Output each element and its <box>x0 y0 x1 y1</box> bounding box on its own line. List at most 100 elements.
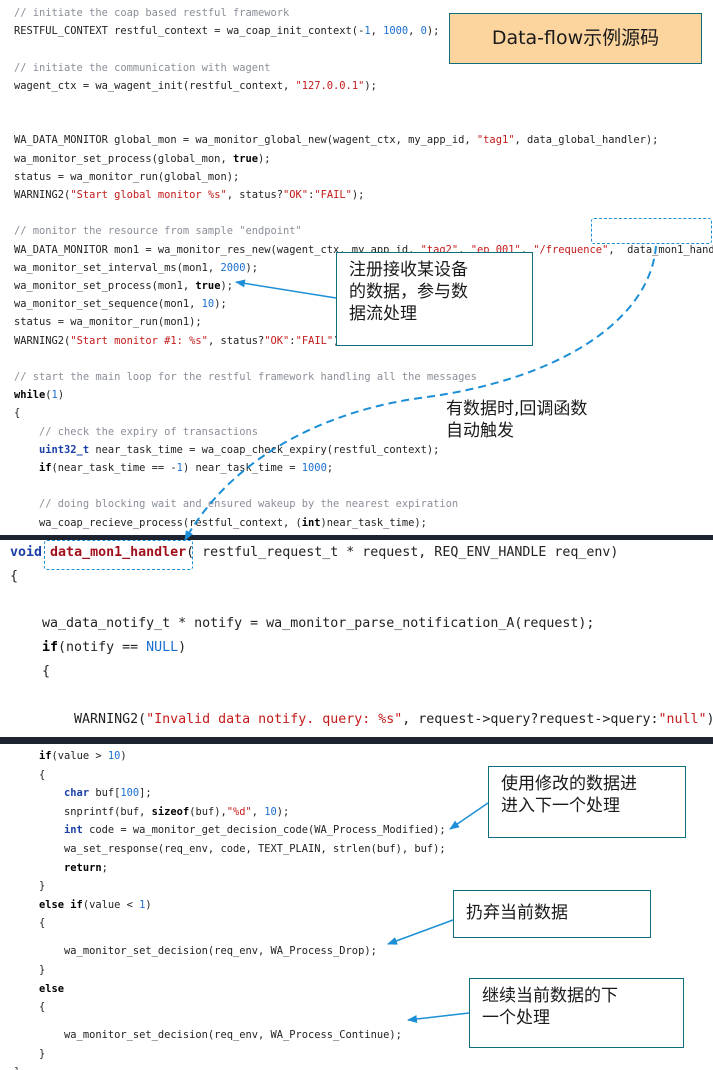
code-token: wa_coap_recieve_process(restful_context,… <box>14 516 302 529</box>
code-token: "tag1" <box>476 134 515 147</box>
code-line: snprintf(buf, sizeof(buf),"%d", 10); <box>14 806 289 819</box>
code-token: wa_monitor_set_decision(req_env, WA_Proc… <box>14 1029 402 1041</box>
code-line: { <box>14 769 45 782</box>
code-token: 2000 <box>220 261 246 274</box>
code-token: wa_data_notify_t * notify = wa_monitor_p… <box>10 616 595 632</box>
code-token: ; <box>326 462 334 474</box>
code-line: void data_mon1_handler( restful_request_… <box>10 545 618 561</box>
code-token: )near_task_time); <box>320 516 427 529</box>
code-line: wa_monitor_set_interval_ms(mon1, 2000); <box>14 262 258 275</box>
code-token: "FAIL" <box>295 334 334 347</box>
code-token: wa_monitor_set_decision(req_env, WA_Proc… <box>14 945 377 958</box>
code-line: wa_set_response(req_env, code, TEXT_PLAI… <box>14 843 446 856</box>
code-token: , data_mon1_handler); <box>608 243 713 256</box>
code-token: ); <box>426 25 440 38</box>
code-line: WARNING2("Invalid data notify. query: %s… <box>10 712 713 728</box>
code-line: if(notify == NULL) <box>10 640 186 656</box>
code-token: snprintf(buf, <box>14 805 152 818</box>
code-token: "Start global monitor %s" <box>70 189 227 201</box>
code-token: // doing blocking wait and ensured wakeu… <box>14 498 459 511</box>
code-token: else if <box>14 898 83 911</box>
code-token: return <box>10 735 122 736</box>
code-token: "Start monitor #1: %s" <box>70 334 208 347</box>
code-token: // monitor the resource from sample "end… <box>14 225 302 238</box>
code-line: return; <box>10 735 130 736</box>
code-token: wa_set_response(req_env, code, TEXT_PLAI… <box>14 843 446 855</box>
code-token: int <box>14 824 83 837</box>
code-token: ( <box>45 389 52 402</box>
code-token: 0 <box>420 25 427 38</box>
code-token: data_mon1_handler <box>50 545 187 560</box>
code-line: // start the main loop for the restful f… <box>14 371 477 384</box>
code-token: WARNING2( <box>14 334 71 347</box>
code-token: ); <box>351 189 365 201</box>
callout-register: 注册接收某设备 的数据，参与数 据流处理 <box>336 252 533 346</box>
code-token: 1 <box>176 462 183 474</box>
code-line: // doing blocking wait and ensured wakeu… <box>14 498 458 511</box>
code-token: 1000 <box>383 25 409 38</box>
callout-continue: 继续当前数据的下 一个处理 <box>469 978 684 1048</box>
code-token: code = wa_monitor_get_decision_code(WA_P… <box>82 824 446 837</box>
code-token: // check the expiry of transactions <box>14 425 258 438</box>
code-line: { <box>10 569 18 585</box>
code-panel-handler: void data_mon1_handler( restful_request_… <box>0 540 713 736</box>
code-token: 10 <box>201 298 215 311</box>
code-token: } <box>14 1047 46 1060</box>
code-line: WA_DATA_MONITOR global_mon = wa_monitor_… <box>14 134 658 147</box>
code-token: ( restful_request_t * request, REQ_ENV_H… <box>186 545 619 560</box>
code-line: uint32_t near_task_time = wa_coap_check_… <box>14 444 439 457</box>
code-token: , <box>370 25 384 38</box>
code-token: ]; <box>139 787 152 800</box>
panel-separator <box>0 737 713 745</box>
code-token: NULL <box>146 640 179 656</box>
code-token: if <box>14 462 52 474</box>
code-token: { <box>14 768 46 781</box>
code-token: 1 <box>139 898 146 911</box>
code-line: { <box>10 664 50 680</box>
code-token: : <box>308 189 315 201</box>
code-token: // initiate the communication with wagen… <box>14 61 271 74</box>
code-line: wa_monitor_set_decision(req_env, WA_Proc… <box>14 945 377 958</box>
code-token: "null" <box>658 711 707 727</box>
code-line: // check the expiry of transactions <box>14 426 258 439</box>
code-line: // initiate the communication with wagen… <box>14 62 270 75</box>
code-token: ); <box>276 805 290 818</box>
code-line: WARNING2("Start global monitor %s", stat… <box>14 189 364 202</box>
code-token: { <box>14 407 21 420</box>
code-token: (notify == <box>58 640 147 656</box>
code-line: // initiate the coap based restful frame… <box>14 7 289 20</box>
code-token: 1 <box>364 25 371 38</box>
code-token: (near_task_time == - <box>51 462 177 474</box>
code-token: status = wa_monitor_run(mon1); <box>14 316 202 329</box>
code-token: ); <box>220 280 233 292</box>
code-token: { <box>10 568 19 584</box>
dashed-highlight-handler-arg <box>591 218 712 244</box>
code-token: "FAIL" <box>314 189 352 201</box>
code-token: 100 <box>120 787 140 800</box>
code-line: { <box>14 1001 45 1014</box>
code-line: else <box>14 983 64 996</box>
code-token: "Invalid data notify. query: %s" <box>146 711 403 727</box>
code-token: WARNING2( <box>14 189 71 201</box>
code-token: (value > <box>51 750 108 762</box>
code-token: , <box>251 805 265 818</box>
code-line: WARNING2("Start monitor #1: %s", status?… <box>14 335 346 348</box>
code-token: wagent_ctx = wa_wagent_init(restful_cont… <box>14 79 296 92</box>
code-token: } <box>14 963 46 976</box>
code-token: WARNING2( <box>10 711 147 727</box>
slide-title: Data-flow示例源码 <box>449 13 702 64</box>
code-token: RESTFUL_CONTEXT restful_context = wa_coa… <box>14 25 365 38</box>
code-token: wa_monitor_set_process(mon1, <box>14 280 196 292</box>
code-line: status = wa_monitor_run(mon1); <box>14 316 202 329</box>
code-token: // initiate the coap based restful frame… <box>14 7 290 19</box>
code-token: sizeof <box>151 805 190 818</box>
code-token: true <box>195 280 221 292</box>
code-line: { <box>14 407 20 420</box>
code-line: { <box>14 917 45 930</box>
code-token: "%d" <box>226 805 252 818</box>
code-token: , <box>408 25 421 38</box>
code-token: 10 <box>264 805 277 818</box>
code-line: wa_data_notify_t * notify = wa_monitor_p… <box>10 616 594 632</box>
code-line: wagent_ctx = wa_wagent_init(restful_cont… <box>14 80 377 93</box>
code-token: // start the main loop for the restful f… <box>14 371 477 383</box>
